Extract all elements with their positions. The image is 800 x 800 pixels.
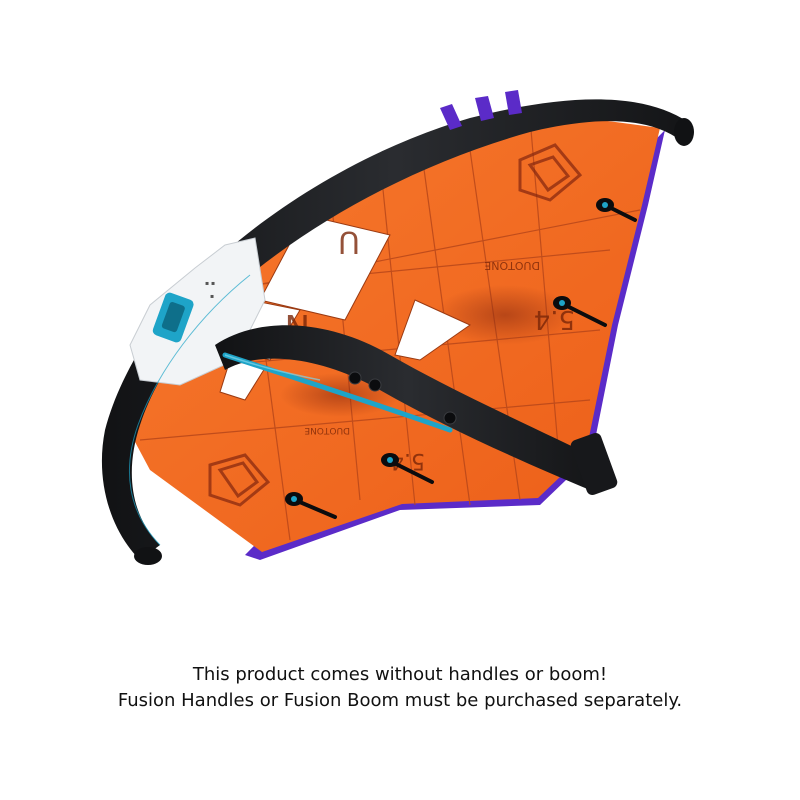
- svg-text:DUOTONE: DUOTONE: [484, 259, 540, 272]
- svg-text:▪ ▪: ▪ ▪: [205, 280, 215, 287]
- product-caption: This product comes without handles or bo…: [0, 662, 800, 714]
- caption-line-2: Fusion Handles or Fusion Boom must be pu…: [117, 690, 683, 711]
- svg-text:DUOTONE: DUOTONE: [304, 425, 350, 435]
- wing-foil-kite-icon: 5.4 5.4 DUOTONE DUOTONE N U ▪ ▪ ▪: [101, 90, 694, 565]
- caption-line-1: This product comes without handles or bo…: [192, 664, 608, 685]
- product-image: 5.4 5.4 DUOTONE DUOTONE N U ▪ ▪ ▪: [101, 90, 694, 565]
- svg-text:5.4: 5.4: [534, 304, 575, 334]
- svg-text:▪: ▪: [210, 293, 214, 300]
- svg-text:U: U: [338, 224, 360, 259]
